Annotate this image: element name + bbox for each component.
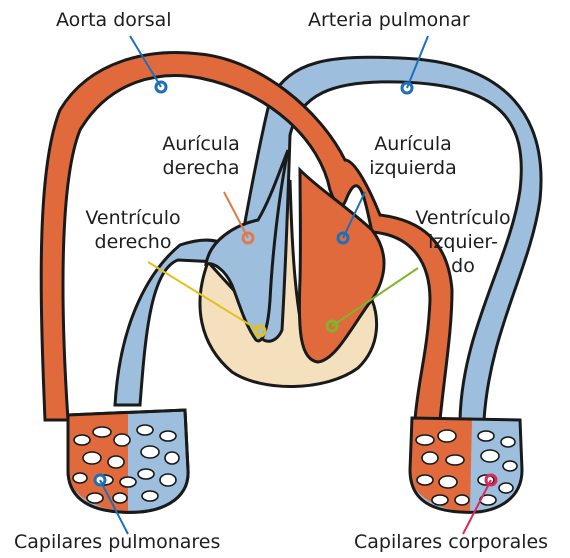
label-ventriculo-izquierdo: Ventrículo izquier- do <box>400 206 526 278</box>
label-ventriculo-derecho-line1: Ventrículo <box>68 206 198 230</box>
label-auricula-izquierda: Aurícula izquierda <box>350 132 476 180</box>
label-ventriculo-derecho: Ventrículo derecho <box>68 206 198 254</box>
capilares-pulmonares-bed <box>68 410 188 512</box>
label-ventriculo-izquierdo-line2: izquier- <box>400 230 526 254</box>
label-auricula-izquierda-line2: izquierda <box>350 156 476 180</box>
label-ventriculo-izquierdo-line3: do <box>400 254 526 278</box>
label-auricula-derecha-line1: Aurícula <box>138 132 264 156</box>
label-auricula-derecha-line2: derecha <box>138 156 264 180</box>
capilares-corporales-bed <box>410 418 522 512</box>
label-capilares-pulmonares: Capilares pulmonares <box>14 530 220 554</box>
label-auricula-izquierda-line1: Aurícula <box>350 132 476 156</box>
label-ventriculo-derecho-line2: derecho <box>68 230 198 254</box>
label-ventriculo-izquierdo-line1: Ventrículo <box>400 206 526 230</box>
label-arteria-pulmonar: Arteria pulmonar <box>308 8 470 32</box>
label-capilares-corporales: Capilares corporales <box>354 530 548 554</box>
label-aorta-dorsal: Aorta dorsal <box>56 8 172 32</box>
label-auricula-derecha: Aurícula derecha <box>138 132 264 180</box>
